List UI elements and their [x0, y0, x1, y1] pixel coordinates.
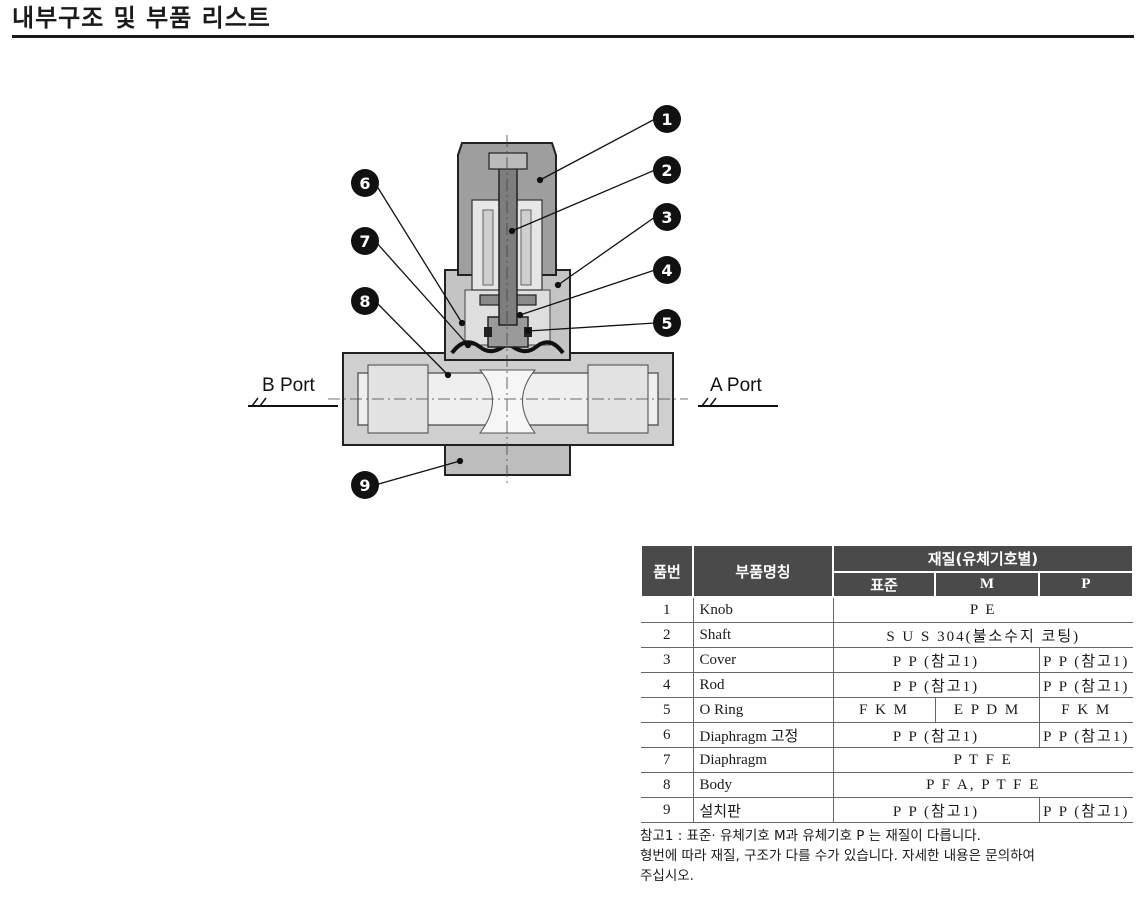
note-line-1: 참고1 : 표준· 유체기호 M과 유체기호 P 는 재질이 다릅니다.	[640, 828, 981, 844]
callout-6: 6	[351, 169, 379, 197]
table-cell: F K M	[833, 697, 936, 723]
table-cell: P P (참고1)	[833, 672, 1040, 698]
header-m: M	[934, 571, 1040, 598]
callout-3: 3	[653, 203, 681, 231]
table-cell: 3	[641, 647, 694, 673]
svg-text:6: 6	[359, 174, 370, 193]
table-cell: Cover	[693, 647, 834, 673]
table-cell: P T F E	[833, 747, 1133, 773]
header-std: 표준	[832, 571, 936, 598]
callout-2: 2	[653, 156, 681, 184]
note-line-3: 주십시오.	[640, 868, 694, 884]
header-name: 부품명칭	[692, 544, 834, 598]
table-cell: Shaft	[693, 622, 834, 648]
table-cell: 2	[641, 622, 694, 648]
table-cell: P P (참고1)	[833, 647, 1040, 673]
callout-1: 1	[653, 105, 681, 133]
header-p: P	[1038, 571, 1134, 598]
svg-text:8: 8	[359, 292, 370, 311]
table-cell: 6	[641, 722, 694, 748]
table-cell: P P (참고1)	[1039, 672, 1133, 698]
callout-5: 5	[653, 309, 681, 337]
svg-text:5: 5	[661, 314, 672, 333]
b-port-label: B Port	[262, 375, 316, 396]
table-cell: 7	[641, 747, 694, 773]
table-cell: Diaphragm	[693, 747, 834, 773]
callout-4: 4	[653, 256, 681, 284]
table-cell: 9	[641, 797, 694, 823]
table-cell: Knob	[693, 596, 834, 623]
table-cell: 8	[641, 772, 694, 798]
table-cell: 4	[641, 672, 694, 698]
callout-7: 7	[351, 227, 379, 255]
table-cell: O Ring	[693, 697, 834, 723]
table-cell: P F A, P T F E	[833, 772, 1133, 798]
svg-text:9: 9	[359, 476, 370, 495]
table-cell: 설치판	[693, 797, 834, 823]
table-cell: S U S 304(불소수지 코팅)	[833, 622, 1133, 648]
table-cell: Rod	[693, 672, 834, 698]
page-title: 내부구조 및 부품 리스트	[12, 4, 271, 32]
svg-text:2: 2	[661, 161, 672, 180]
svg-text:4: 4	[661, 261, 672, 280]
shaft	[498, 154, 518, 326]
table-cell: P P (참고1)	[1039, 722, 1133, 748]
table-cell: Diaphragm 고정	[693, 722, 834, 748]
table-cell: Body	[693, 772, 834, 798]
svg-text:3: 3	[661, 208, 672, 227]
table-cell: P P (참고1)	[833, 797, 1040, 823]
table-cell: F K M	[1039, 697, 1133, 723]
table-cell: 1	[641, 596, 694, 623]
header-no: 품번	[640, 544, 694, 598]
o-ring	[484, 327, 492, 337]
svg-text:7: 7	[359, 232, 370, 251]
callout-8: 8	[351, 287, 379, 315]
table-cell: P E	[833, 596, 1133, 623]
title-rule	[12, 35, 1134, 38]
table-cell: E P D M	[935, 697, 1040, 723]
table-cell: P P (참고1)	[1039, 797, 1133, 823]
callout-9: 9	[351, 471, 379, 499]
a-port-label: A Port	[710, 375, 762, 396]
note-line-2: 형번에 따라 재질, 구조가 다를 수가 있습니다. 자세한 내용은 문의하여	[640, 848, 1035, 864]
table-cell: 5	[641, 697, 694, 723]
header-material: 재질(유체기호별)	[832, 544, 1134, 573]
cross-section-diagram: B Port A Port 1 2 3 4 5 6 7 8 9	[248, 105, 778, 499]
table-cell: P P (참고1)	[1039, 647, 1133, 673]
table-cell: P P (참고1)	[833, 722, 1040, 748]
notes: 참고1 : 표준· 유체기호 M과 유체기호 P 는 재질이 다릅니다. 형번에…	[640, 826, 1134, 886]
svg-text:1: 1	[661, 110, 672, 129]
